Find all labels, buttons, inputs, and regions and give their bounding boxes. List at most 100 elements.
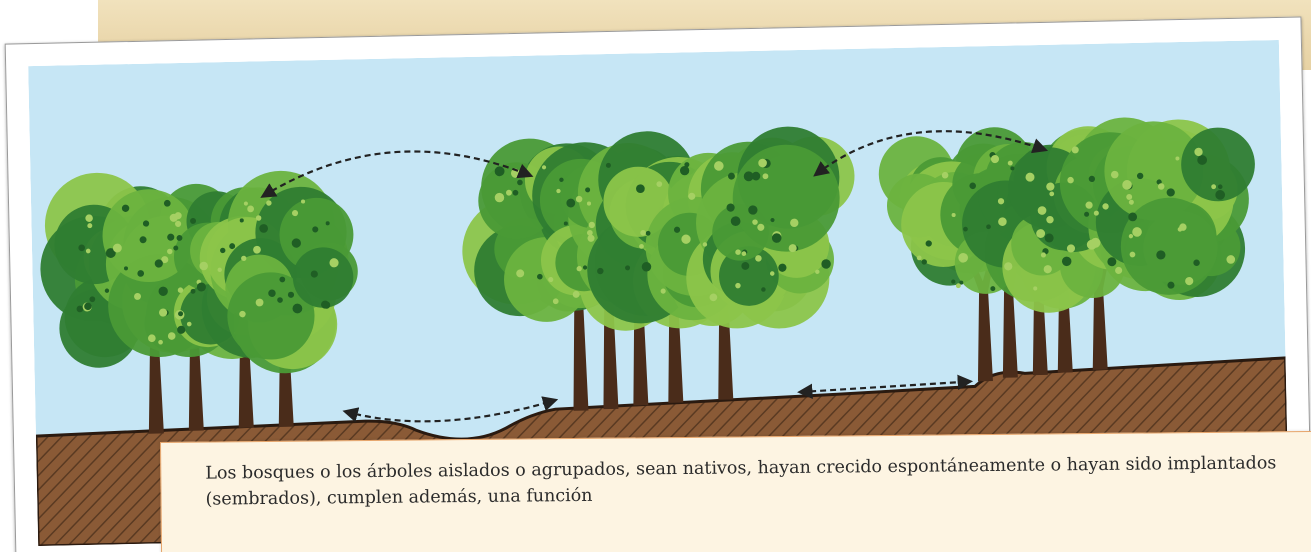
foliage-speckle [167,248,173,255]
foliage-speckle [1107,257,1117,267]
foliage-speckle [1085,201,1093,209]
foliage-speckle [176,235,183,241]
foliage-speckle [761,287,766,292]
foliage-speckle [576,265,582,272]
foliage-speckle [709,293,718,302]
foliage-speckle [566,198,576,208]
foliage-speckle [1086,239,1097,250]
tree-group [462,126,855,411]
foliage-speckle [121,204,130,212]
foliage-speckle [762,173,769,180]
foliage-speckle [673,226,681,233]
arrow-top-left [260,150,534,198]
foliage-speckle [969,182,976,190]
foliage-speckle [755,255,762,262]
foliage-speckle [1132,227,1142,237]
foliage-speckle [605,162,611,168]
foliage-speckle [758,158,767,168]
foliage-speckle [104,288,110,293]
foliage-speckle [161,256,169,264]
foliage-speckle [134,292,141,300]
foliage-speckle [1126,193,1133,200]
foliage-speckle [1044,233,1054,243]
foliage-speckle [639,243,644,249]
foliage-speckle [325,221,330,226]
foliage-speckle [730,216,741,227]
foliage-speckle [84,302,92,311]
foliage-speckle [963,226,968,232]
foliage-speckle [563,221,568,226]
foliage-speckle [186,321,192,327]
foliage-speckle [585,187,591,193]
foliage-speckle [1136,172,1144,180]
foliage-speckle [268,289,276,297]
foliage-speckle [752,219,758,225]
foliage-speckle [220,247,226,254]
foliage-speckle [1128,234,1134,239]
foliage-speckle [735,249,741,255]
foliage-speckle [1156,250,1166,260]
foliage-speckle [951,212,956,218]
foliage-speckle [916,255,922,261]
foliage-speckle [625,265,631,271]
foliage-speckle [1088,175,1096,183]
foliage-speckle [1043,265,1052,274]
foliage-speckle [516,269,525,278]
foliage-speckle [291,238,301,248]
foliage-speckle [769,271,775,276]
foliage-speckle [199,261,209,271]
foliage-speckle [575,195,583,203]
foliage-speckle [1175,156,1180,161]
foliage-speckle [771,233,782,243]
foliage-speckle [1193,259,1200,267]
foliage-speckle [990,286,996,292]
foliage-speckle [537,273,543,280]
foliage-speckle [586,229,593,236]
arrow-bottom-right [797,374,974,399]
tree-foliage [102,189,196,283]
foliage-speckle [645,230,651,236]
foliage-speckle [684,162,690,168]
tree-foliage [1120,197,1218,295]
foliage-speckle [178,311,184,317]
foliage-speckle [702,242,708,247]
foliage-speckle [190,288,196,294]
foliage-speckle [660,288,666,294]
foliage-speckle [778,263,787,272]
foliage-speckle [559,177,564,182]
foliage-speckle [586,201,592,206]
foliage-speckle [173,245,179,251]
foliage-speckle [1215,190,1226,200]
foliage-speckle [556,188,561,194]
foliage-speckle [1179,223,1187,231]
foliage-speckle [158,339,163,345]
foliage-speckle [790,218,799,228]
foliage-speckle [163,199,171,207]
foliage-speckle [1211,184,1217,190]
foliage-speckle [548,276,554,283]
foliage-speckle [255,298,264,307]
foliage-speckle [266,200,272,206]
foliage-speckle [757,223,765,231]
migration-arrows [260,130,1049,423]
foliage-speckle [85,214,93,222]
foliage-speckle [770,217,775,223]
foliage-speckle [190,217,197,224]
foliage-speckle [287,291,295,298]
foliage-speckle [310,270,318,278]
foliage-speckle [641,262,652,272]
caption-card: Los bosques o los árboles aislados o agr… [160,430,1311,552]
foliage-speckle [123,266,129,271]
foliage-speckle [1129,251,1136,258]
foliage-speckle [640,229,646,236]
foliage-speckle [821,259,831,269]
foliage-speckle [177,325,186,334]
foliage-speckle [958,252,968,263]
foliage-speckle [300,199,306,204]
foliage-speckle [1157,183,1165,190]
foliage-speckle [748,205,758,215]
foliage-speckle [105,248,116,258]
foliage-speckle [1226,255,1236,264]
foliage-speckle [541,165,547,170]
